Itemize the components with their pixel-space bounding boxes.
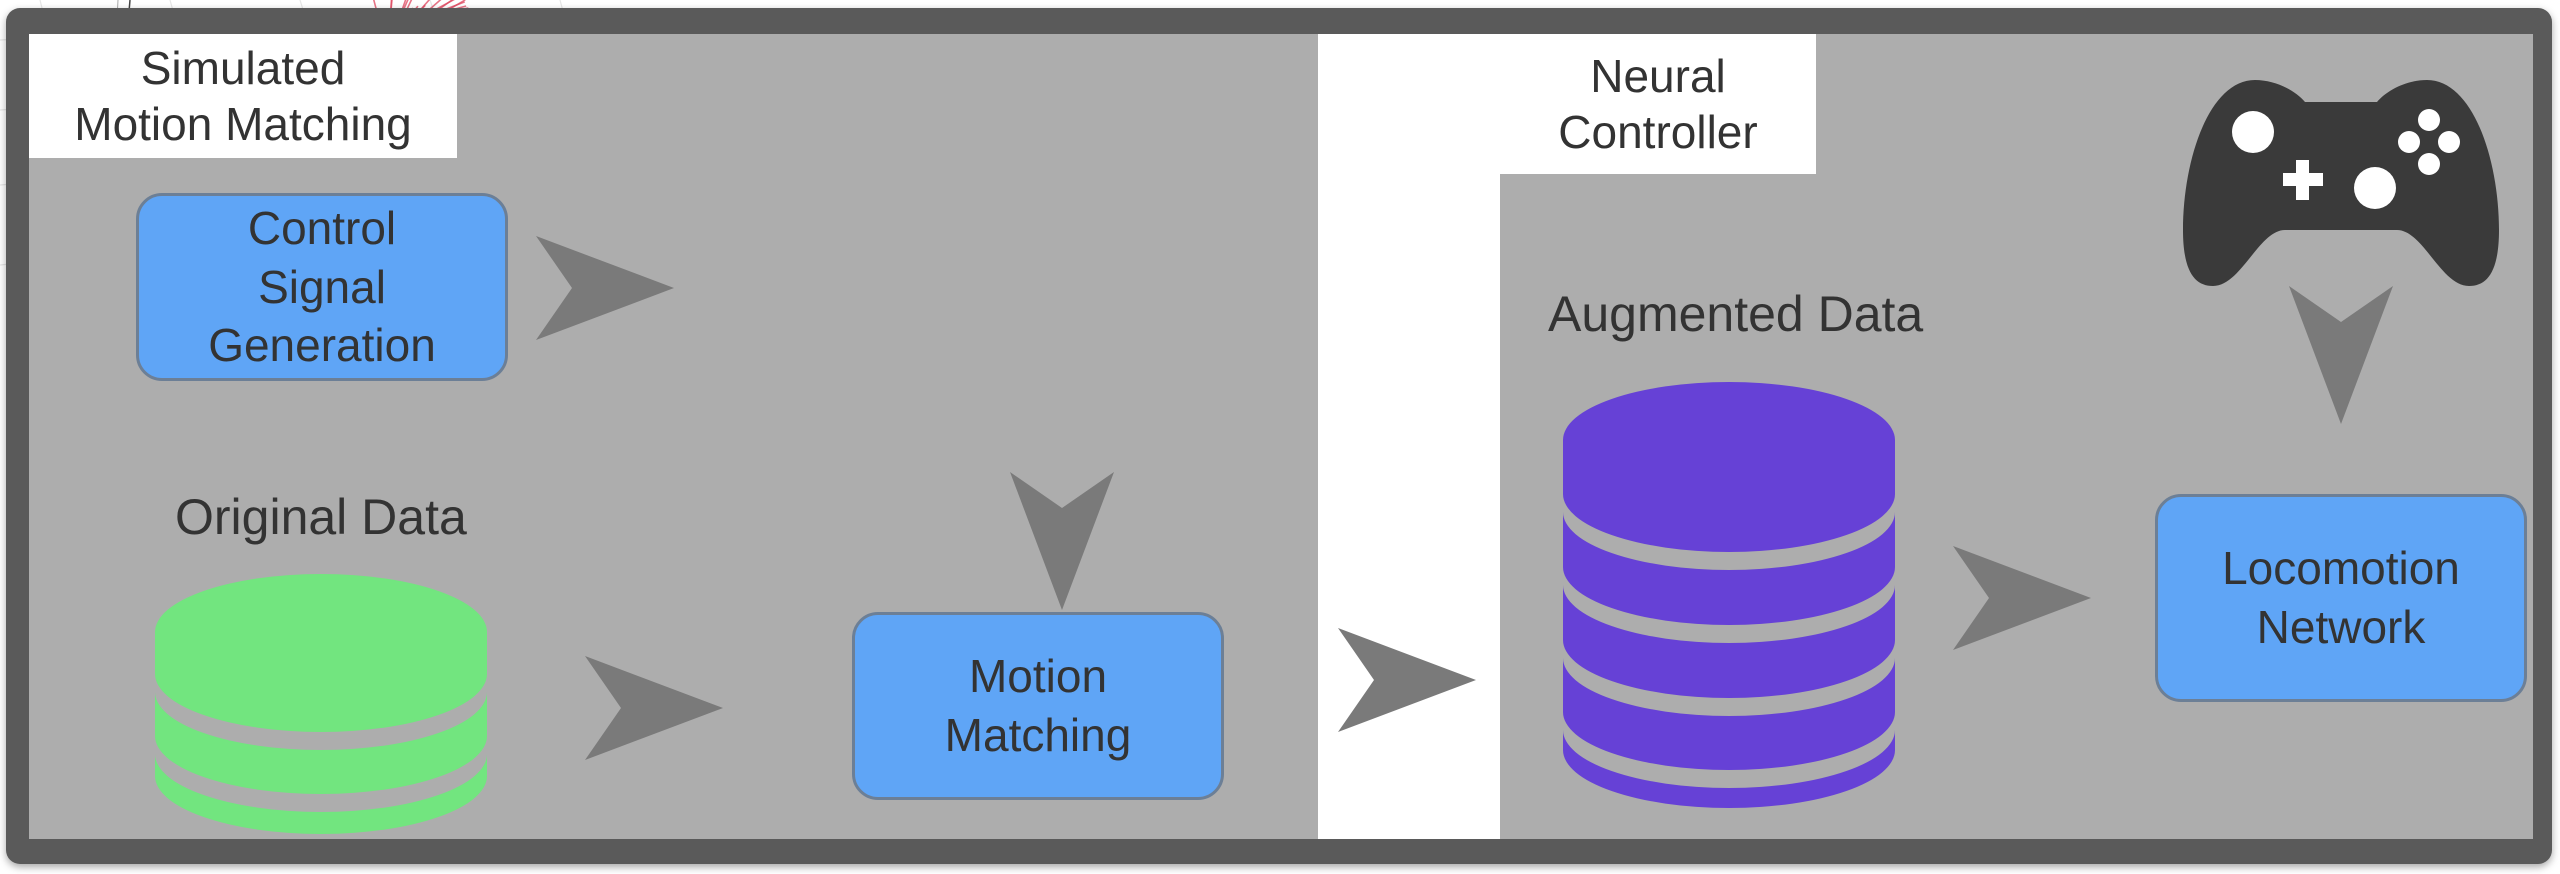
title-line: Neural (1590, 49, 1726, 102)
title-line: Simulated (140, 41, 346, 94)
database-icon (1563, 382, 1895, 808)
simulated-motion-matching-title: Simulated Motion Matching (29, 34, 457, 158)
motion-matching-node: Motion Matching (852, 612, 1224, 800)
node-label: Matching (944, 709, 1132, 761)
database-icon (155, 574, 487, 834)
arrow-right-icon (536, 236, 674, 340)
arrow-right-icon (585, 656, 723, 760)
arrow-down-icon (1010, 472, 1114, 610)
node-label: Network (2256, 601, 2426, 653)
augmented-data-label: Augmented Data (1548, 286, 1924, 342)
node-label: Control (247, 201, 397, 254)
node-label: Signal (258, 260, 386, 313)
title-line: Controller (1558, 106, 1758, 158)
title-line: Motion Matching (74, 98, 412, 150)
arrow-right-icon (1953, 546, 2091, 650)
node-label: Generation (208, 319, 436, 372)
node-label: Motion (968, 650, 1108, 703)
gamepad-icon (2183, 80, 2499, 286)
control-signal-generation-node: Control Signal Generation (136, 193, 508, 381)
node-label: Locomotion (2222, 542, 2460, 595)
locomotion-network-node: Locomotion Network (2155, 494, 2527, 702)
arrow-down-icon (2289, 286, 2393, 424)
neural-controller-title: Neural Controller (1500, 34, 1816, 174)
original-data-label: Original Data (175, 489, 467, 545)
arrow-right-icon (1338, 628, 1476, 732)
